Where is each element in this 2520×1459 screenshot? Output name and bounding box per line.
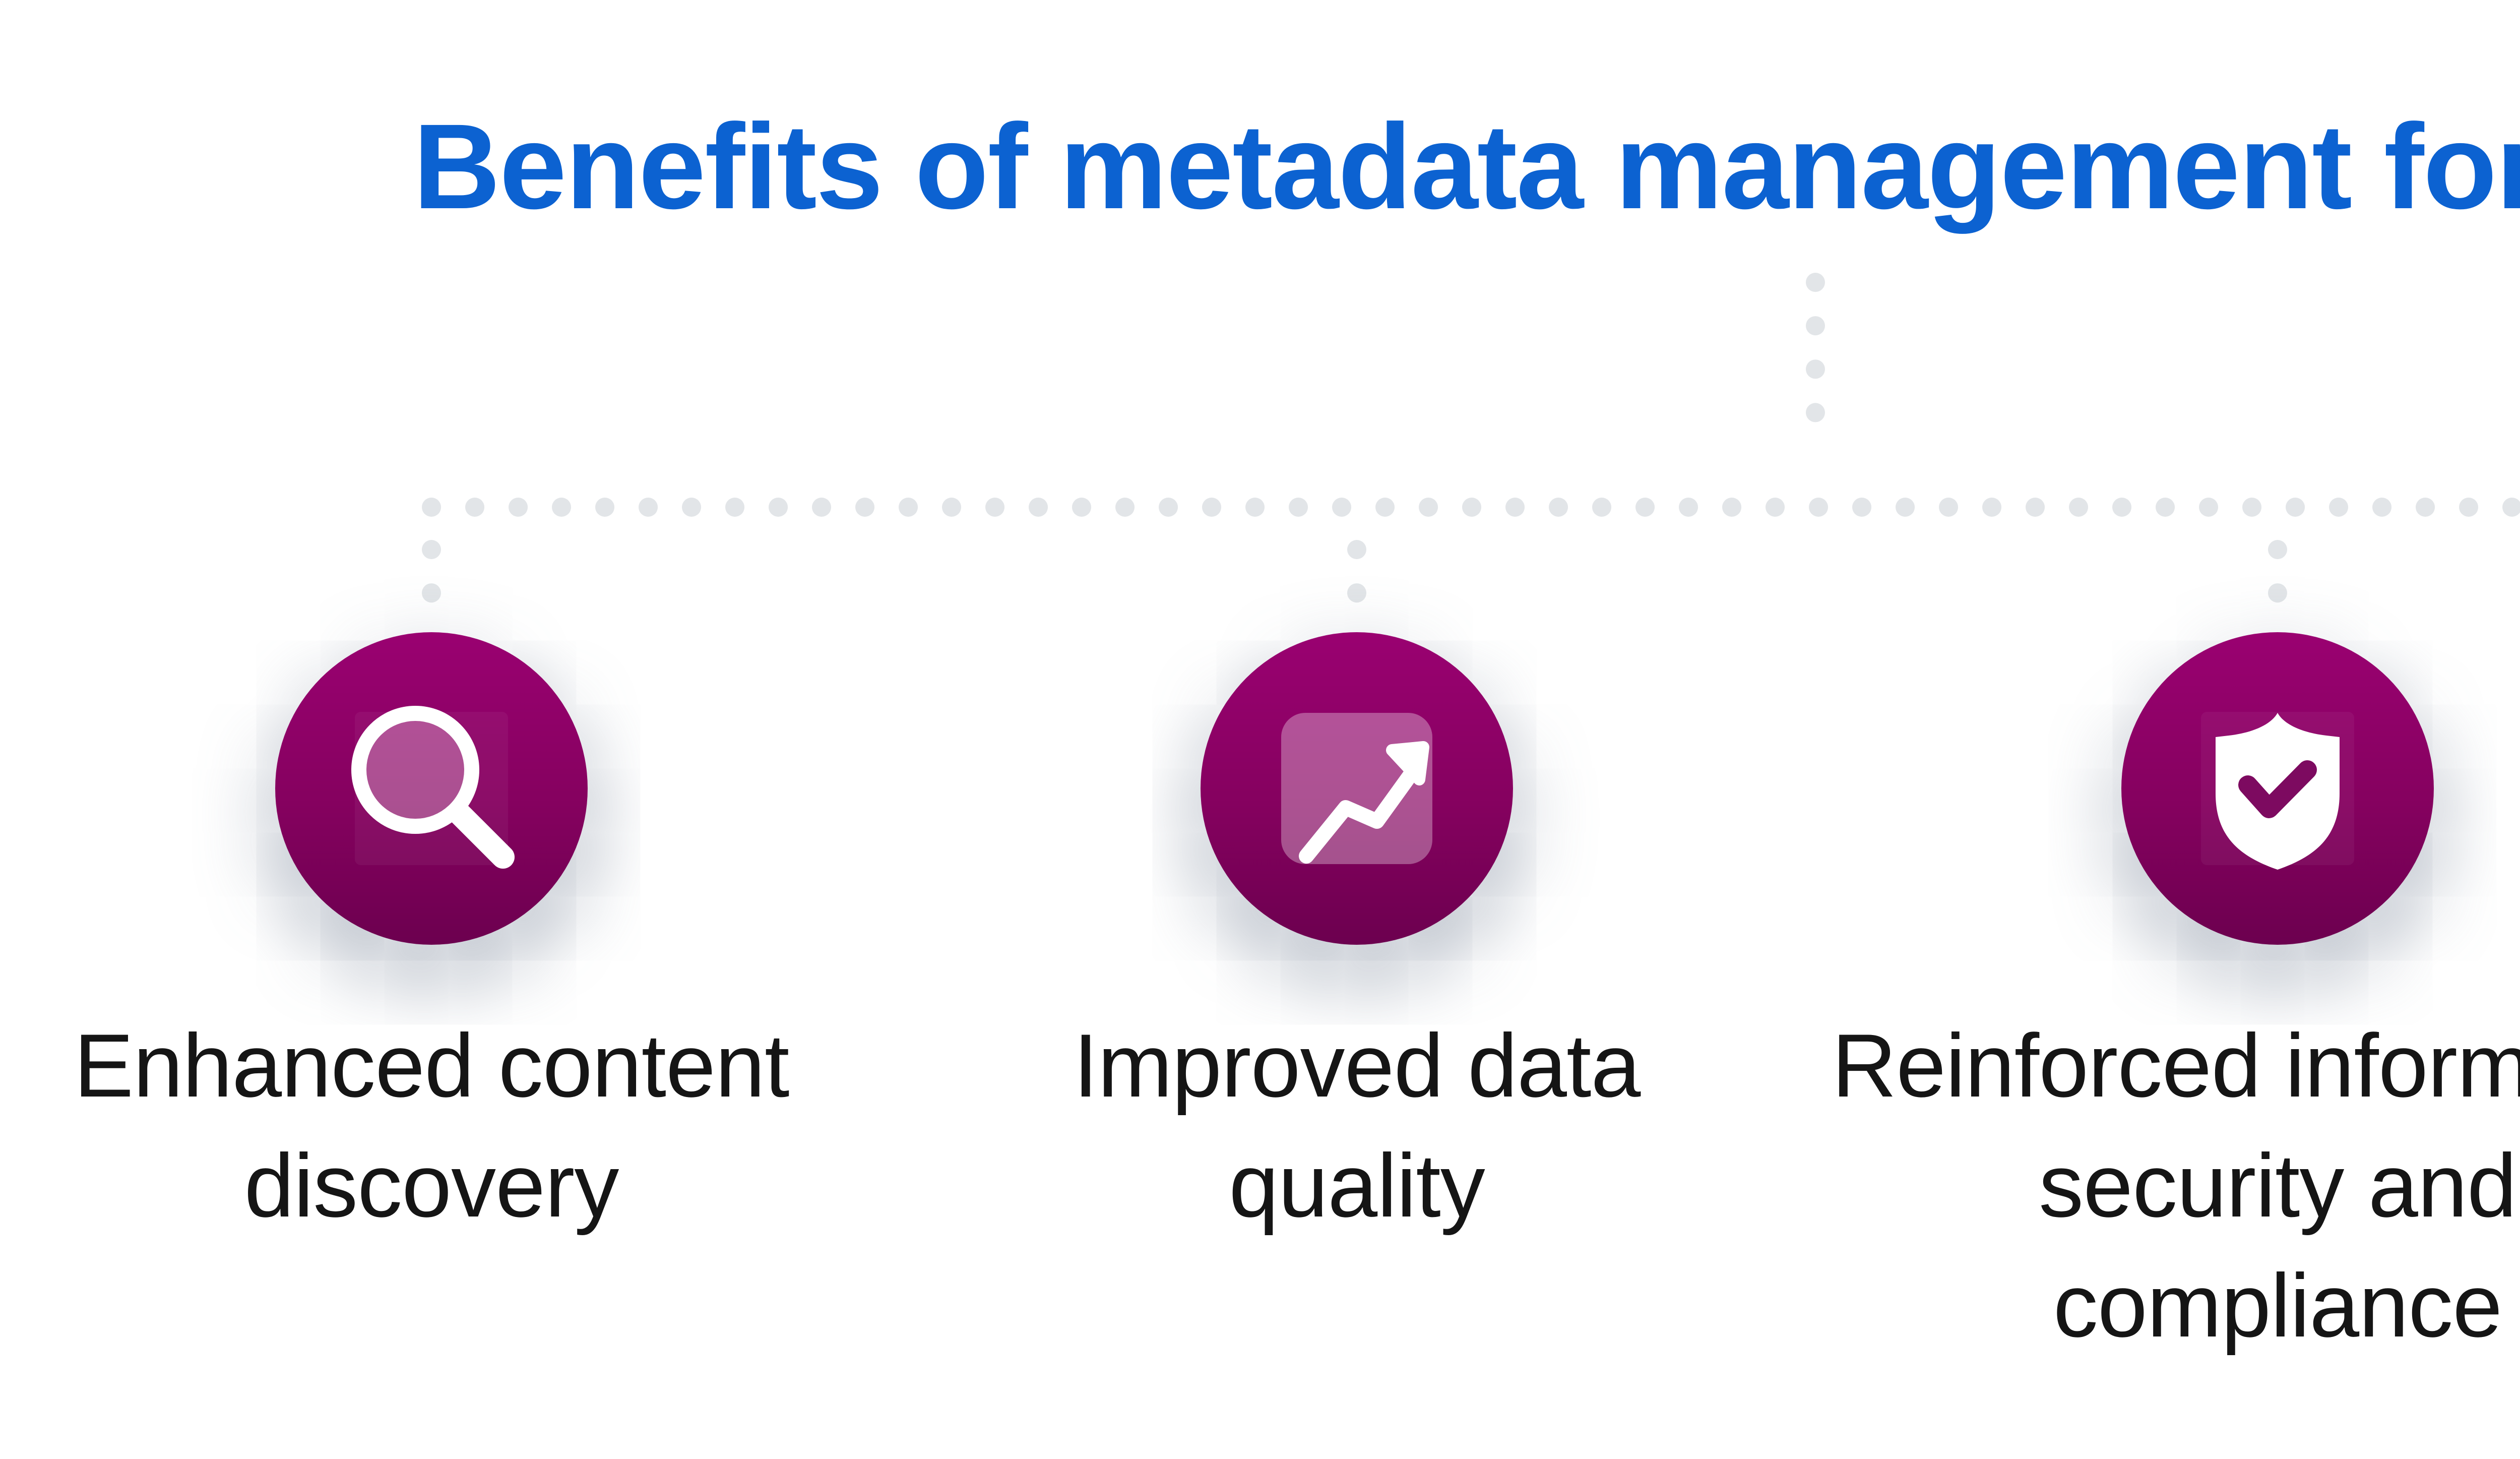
icon-circle-shield [2121,632,2434,945]
search-icon [351,706,515,869]
icon-circle-trend [1201,632,1513,945]
shield-check-icon [2201,712,2354,870]
page-title: Benefits of metadata management for ente… [413,99,2520,234]
trend-up-icon [1281,713,1432,864]
icon-circle-search [275,632,588,945]
